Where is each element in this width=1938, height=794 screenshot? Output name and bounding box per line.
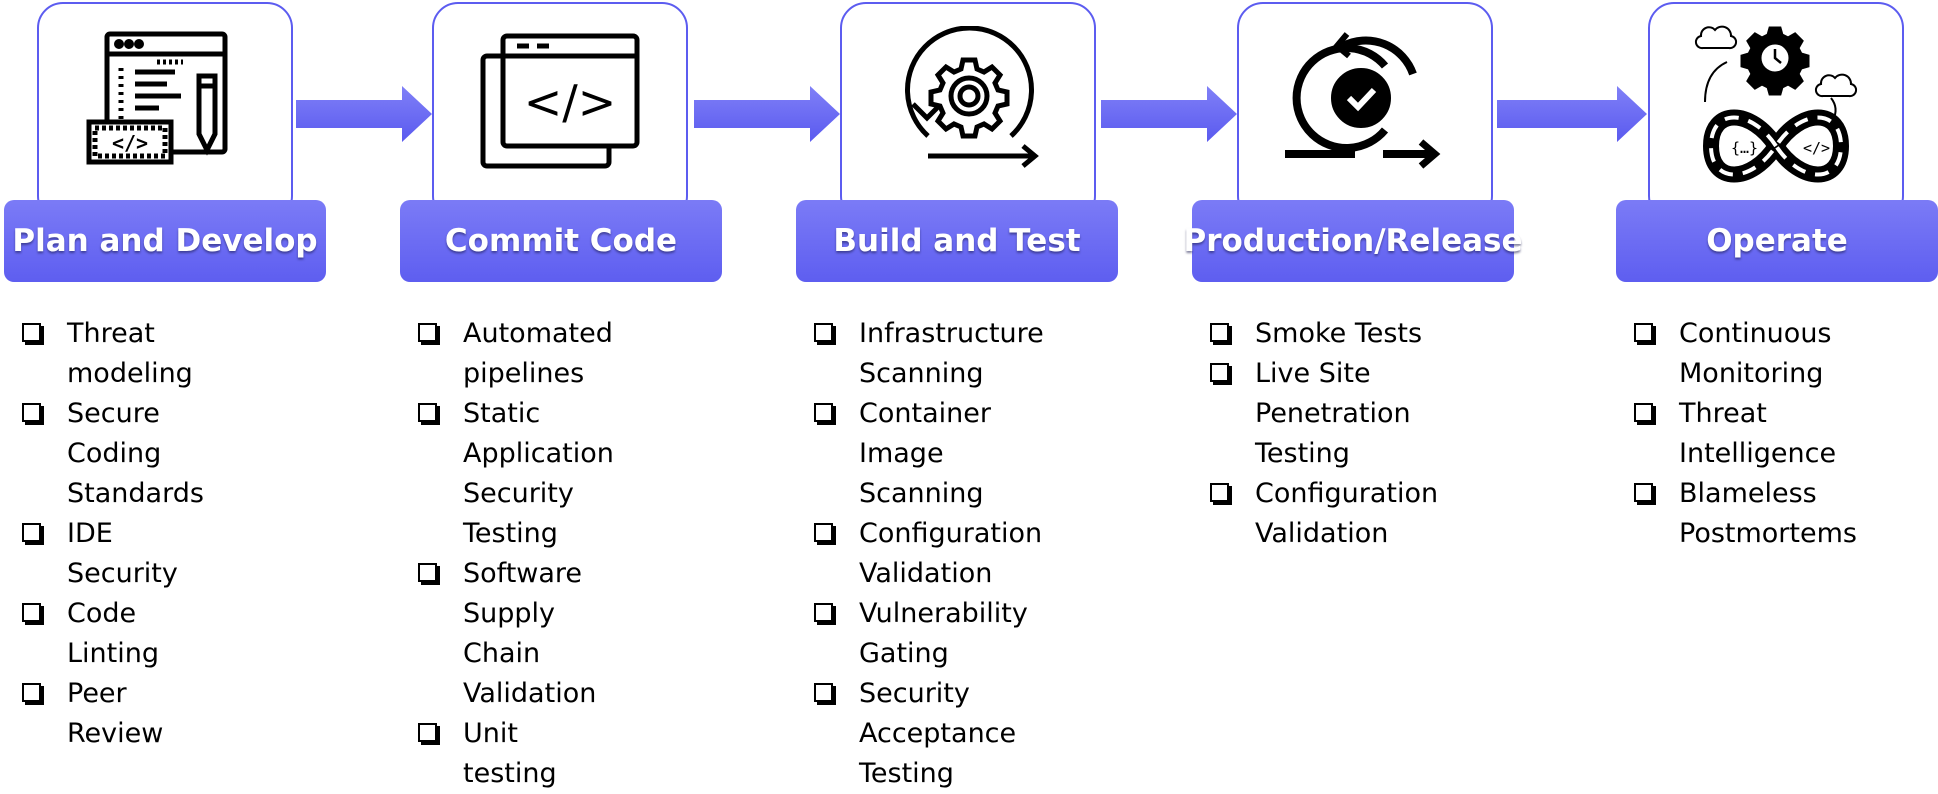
list-item: Configuration Validation	[1210, 474, 1438, 554]
checkbox-icon	[1634, 483, 1653, 502]
checkbox-icon	[814, 603, 833, 622]
checkbox-icon	[1210, 363, 1229, 382]
checklist: Infrastructure Scanning Container Image …	[814, 314, 1044, 794]
svg-text:{…}: {…}	[1731, 139, 1758, 157]
checklist: Threat modeling Secure Coding Standards …	[22, 314, 204, 754]
checkbox-icon	[1634, 323, 1653, 342]
gear-cycle-icon	[905, 26, 1039, 168]
devops-infinity-icon: {…} </>	[1694, 25, 1858, 183]
list-item: Vulnerability Gating	[814, 594, 1044, 674]
list-item: Unit testing	[418, 714, 614, 794]
code-editor-pencil-icon: </>	[86, 31, 228, 165]
checkbox-icon	[418, 323, 437, 342]
list-item: Peer Review	[22, 674, 204, 754]
checklist: Automated pipelines Static Application S…	[418, 314, 614, 794]
checkbox-icon	[418, 723, 437, 742]
checkbox-icon	[22, 323, 41, 342]
svg-text:</>: </>	[1803, 139, 1830, 157]
checklist: Continuous Monitoring Threat Intelligenc…	[1634, 314, 1857, 554]
checkbox-icon	[1634, 403, 1653, 422]
release-check-cycle-icon	[1285, 32, 1441, 169]
checkbox-icon	[814, 403, 833, 422]
stage-title: Operate	[1616, 200, 1938, 282]
list-item: IDE Security	[22, 514, 204, 594]
checkbox-icon	[418, 563, 437, 582]
checkbox-icon	[814, 323, 833, 342]
list-item: Container Image Scanning	[814, 394, 1044, 514]
list-item: Continuous Monitoring	[1634, 314, 1857, 394]
list-item: Smoke Tests	[1210, 314, 1438, 354]
checklist: Smoke Tests Live Site Penetration Testin…	[1210, 314, 1438, 554]
flow-arrow-1	[296, 86, 432, 142]
svg-text:</>: </>	[112, 131, 148, 155]
icon-card: </>	[37, 2, 293, 222]
list-item: Software Supply Chain Validation	[418, 554, 614, 714]
list-item: Live Site Penetration Testing	[1210, 354, 1438, 474]
list-item: Security Acceptance Testing	[814, 674, 1044, 794]
list-item: Threat modeling	[22, 314, 204, 394]
flow-arrow-2	[694, 86, 840, 142]
checkbox-icon	[1210, 483, 1229, 502]
stage-title: Commit Code	[400, 200, 722, 282]
icon-card	[1237, 2, 1493, 222]
checkbox-icon	[418, 403, 437, 422]
code-window-icon: </>	[480, 33, 640, 169]
list-item: Blameless Postmortems	[1634, 474, 1857, 554]
flow-arrow-3	[1101, 86, 1237, 142]
stage-title: Plan and Develop	[4, 200, 326, 282]
checkbox-icon	[22, 603, 41, 622]
list-item: Static Application Security Testing	[418, 394, 614, 554]
flow-arrow-4	[1497, 86, 1647, 142]
list-item: Code Linting	[22, 594, 204, 674]
icon-card: </>	[432, 2, 688, 222]
icon-card	[840, 2, 1096, 222]
checkbox-icon	[1210, 323, 1229, 342]
checkbox-icon	[814, 523, 833, 542]
checkbox-icon	[22, 403, 41, 422]
list-item: Secure Coding Standards	[22, 394, 204, 514]
checkbox-icon	[22, 683, 41, 702]
stage-title: Production/Release	[1183, 200, 1523, 282]
list-item: Infrastructure Scanning	[814, 314, 1044, 394]
list-item: Automated pipelines	[418, 314, 614, 394]
stage-title: Build and Test	[796, 200, 1118, 282]
checkbox-icon	[22, 523, 41, 542]
svg-text:</>: </>	[524, 75, 617, 129]
icon-card: {…} </>	[1648, 2, 1904, 222]
list-item: Threat Intelligence	[1634, 394, 1857, 474]
list-item: Configuration Validation	[814, 514, 1044, 594]
checkbox-icon	[814, 683, 833, 702]
